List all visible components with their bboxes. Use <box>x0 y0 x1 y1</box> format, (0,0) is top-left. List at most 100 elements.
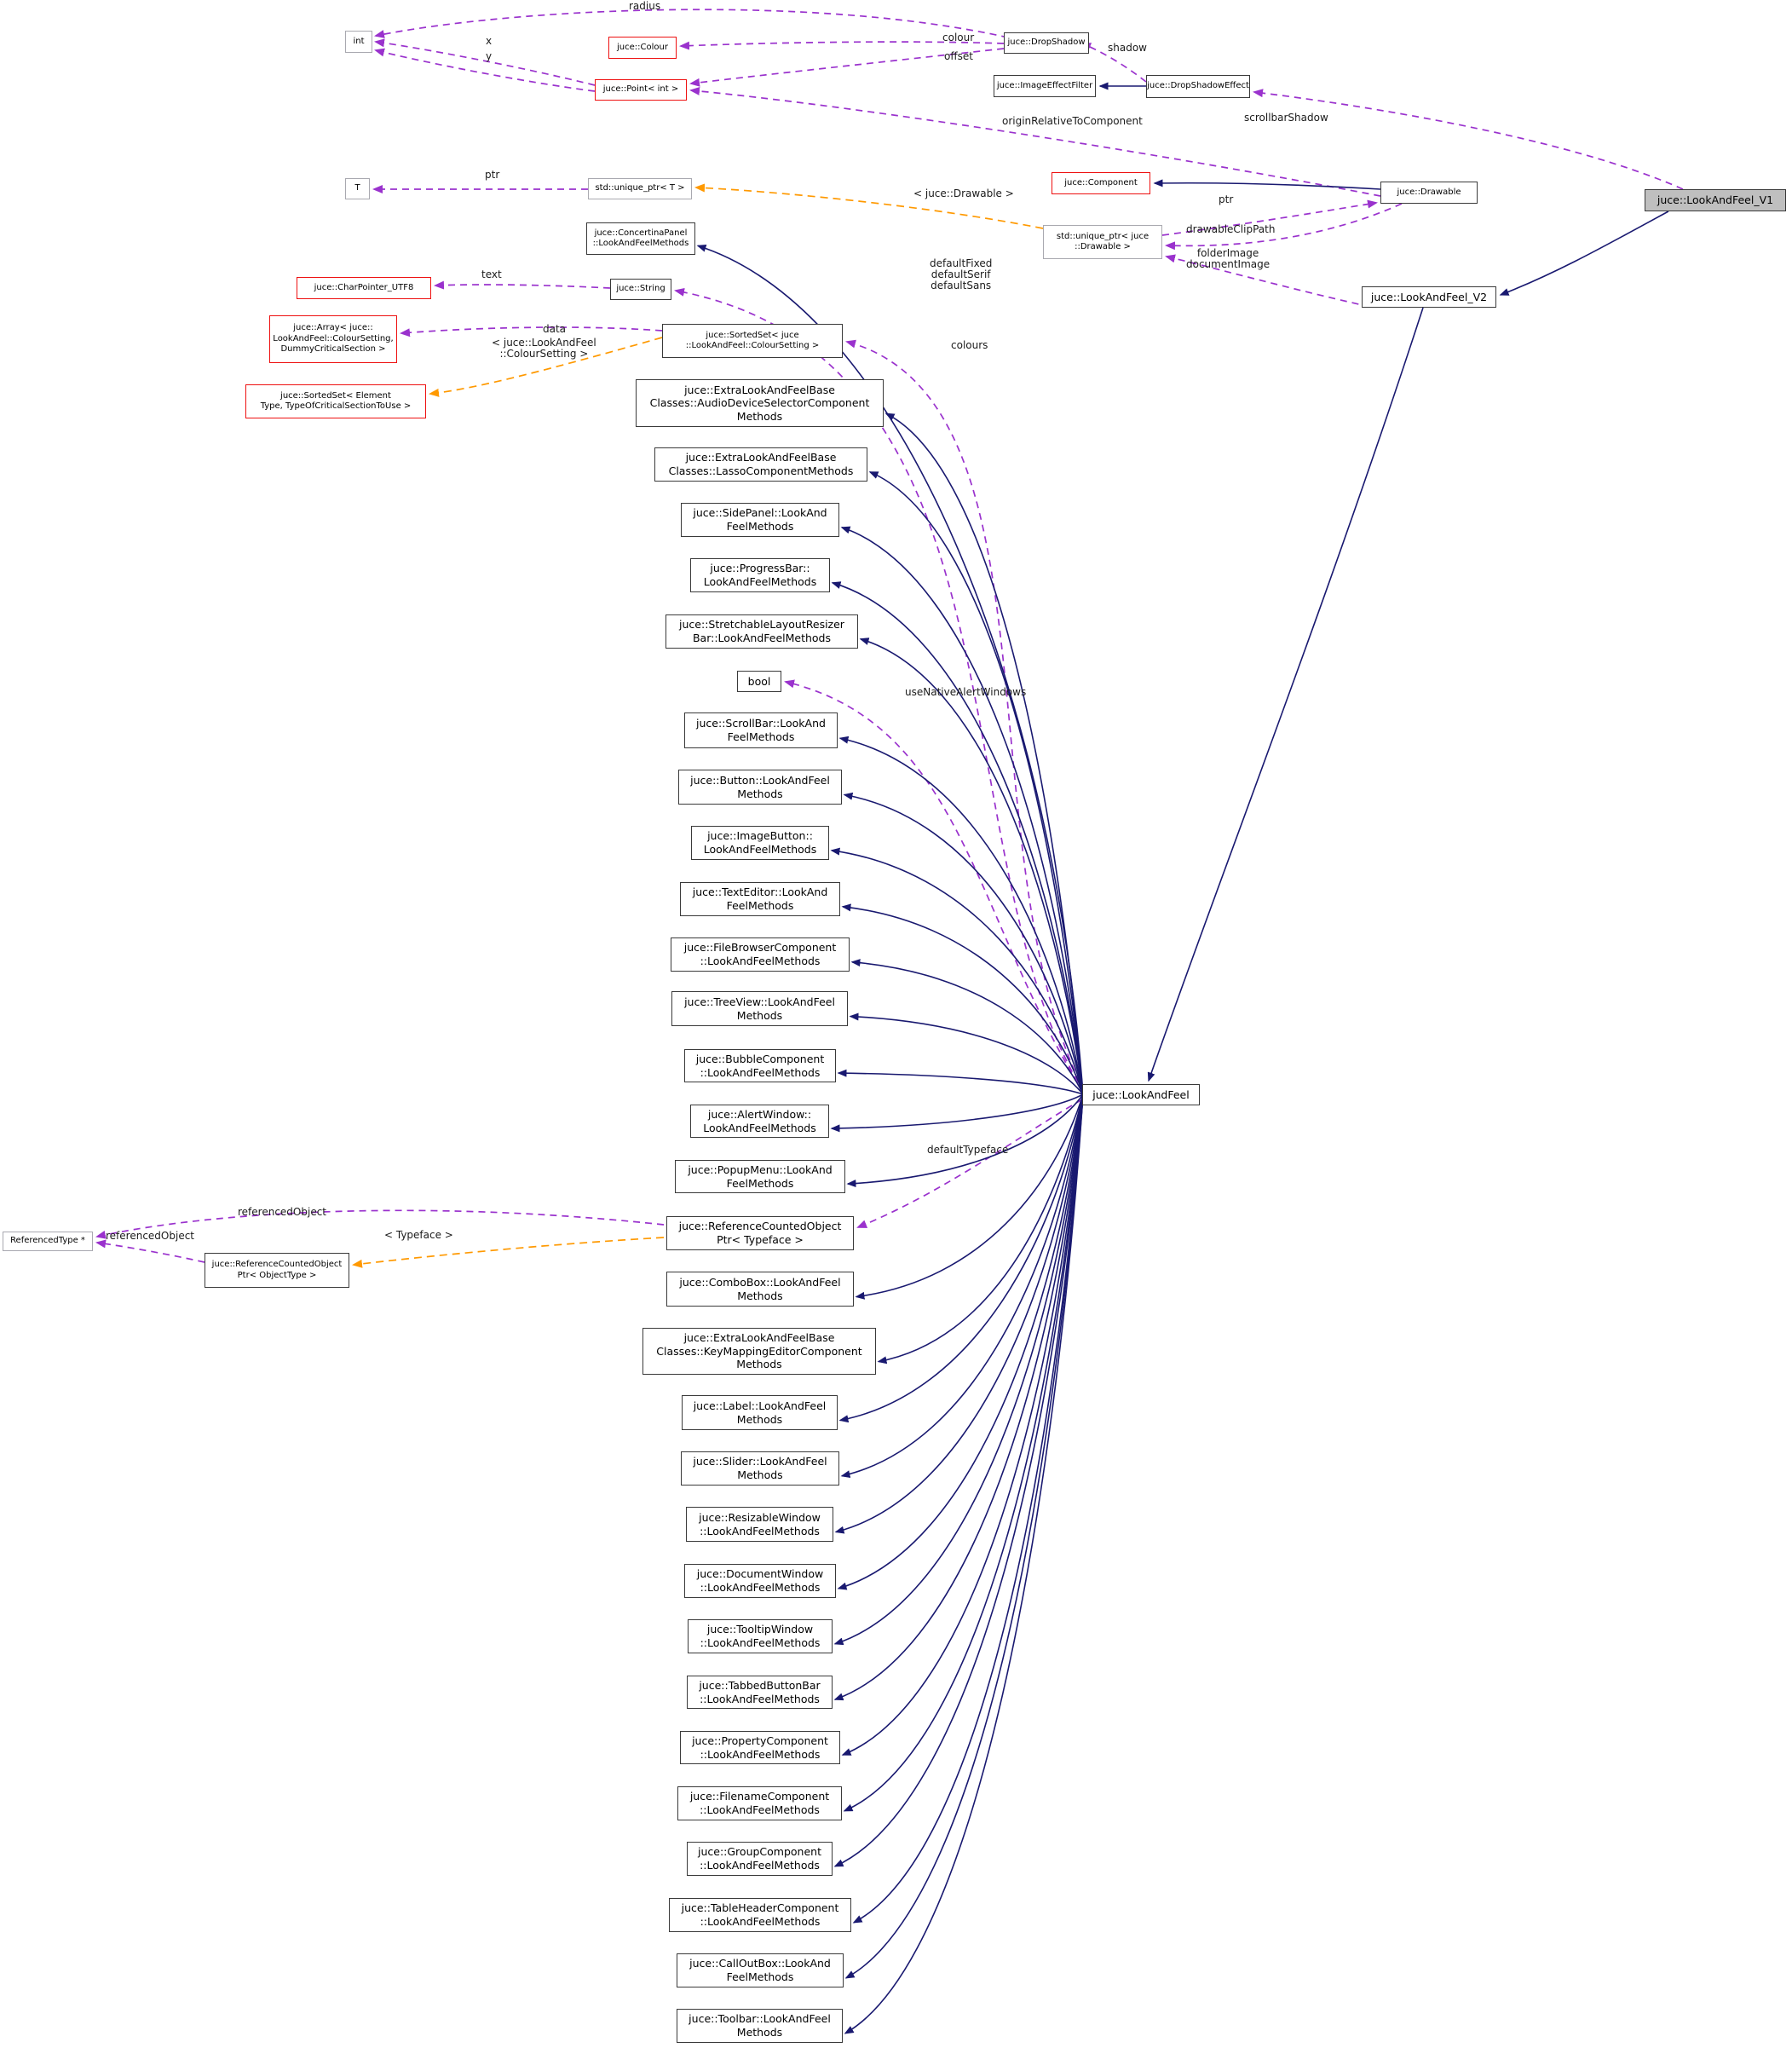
node-referenced_type[interactable]: ReferencedType * <box>3 1232 93 1251</box>
node-drop_shadow[interactable]: juce::DropShadow <box>1004 32 1089 54</box>
edge-ref-obj-bottom <box>95 1239 205 1263</box>
edge-drawable-to-comp <box>1153 179 1381 190</box>
node-bubble_m[interactable]: juce::BubbleComponent::LookAndFeelMethod… <box>684 1049 836 1082</box>
node-label-line: juce::String <box>616 284 666 294</box>
edge-default-typeface <box>856 1099 1083 1228</box>
node-label-line: Methods <box>736 1412 783 1426</box>
node-label-line: Ptr< Typeface > <box>717 1233 804 1246</box>
node-label-line: juce::LookAndFeel_V2 <box>1370 290 1488 303</box>
node-label-line: ::LookAndFeelMethods <box>700 1581 821 1594</box>
node-table_header_m[interactable]: juce::TableHeaderComponent::LookAndFeelM… <box>669 1898 851 1932</box>
node-label-line: Methods <box>737 1289 783 1302</box>
node-sortedset_cs[interactable]: juce::SortedSet< juce::LookAndFeel::Colo… <box>662 324 843 358</box>
node-label-line: juce::Component <box>1064 177 1138 187</box>
node-array_cs[interactable]: juce::Array< juce::LookAndFeel::ColourSe… <box>269 315 397 363</box>
node-tooltip_m[interactable]: juce::TooltipWindow::LookAndFeelMethods <box>688 1619 833 1653</box>
edge-laf-filename <box>843 1093 1084 1812</box>
node-label-line: juce::DropShadowEffect <box>1147 81 1249 91</box>
edge-laf-scrollbar <box>838 736 1084 1095</box>
node-label-line: juce::BubbleComponent <box>695 1052 825 1065</box>
node-lookandfeel[interactable]: juce::LookAndFeel <box>1082 1084 1200 1105</box>
node-label-line: juce::PropertyComponent <box>692 1734 828 1747</box>
edge-laf-audio <box>884 412 1084 1095</box>
edge-label-line: defaultSerif <box>931 268 991 281</box>
node-laf_v2[interactable]: juce::LookAndFeel_V2 <box>1362 286 1496 308</box>
node-label-line: juce::PopupMenu::LookAnd <box>688 1162 833 1176</box>
node-drawable[interactable]: juce::Drawable <box>1380 182 1478 204</box>
node-progress_bar[interactable]: juce::ProgressBar::LookAndFeelMethods <box>690 558 830 592</box>
node-point_int[interactable]: juce::Point< int > <box>595 79 687 101</box>
edge-laf-sidepanel <box>840 526 1084 1095</box>
node-label-line: juce::LookAndFeel_V1 <box>1657 193 1774 207</box>
edge-label-line: y <box>486 50 493 62</box>
edge-v1-to-v2 <box>1499 211 1669 296</box>
edge-label-line: documentImage <box>1186 258 1271 271</box>
edge-laf-treeview <box>849 1012 1084 1095</box>
node-label-line: juce::TableHeaderComponent <box>681 1901 839 1915</box>
node-alert_window_m[interactable]: juce::AlertWindow::LookAndFeelMethods <box>690 1105 829 1138</box>
edge-label-line: text <box>481 268 502 280</box>
node-colour[interactable]: juce::Colour <box>608 37 677 59</box>
node-file_browser_m[interactable]: juce::FileBrowserComponent::LookAndFeelM… <box>671 937 850 972</box>
node-string[interactable]: juce::String <box>610 279 671 300</box>
node-label-line: LookAndFeelMethods <box>703 1121 816 1134</box>
edge-tmpl-coloursetting <box>429 337 663 397</box>
edge-label-line: colours <box>951 339 988 351</box>
node-property_m[interactable]: juce::PropertyComponent::LookAndFeelMeth… <box>680 1731 840 1764</box>
node-label-line: juce::ScrollBar::LookAnd <box>696 717 826 730</box>
node-uptr_drawable[interactable]: std::unique_ptr< juce::Drawable > <box>1043 225 1162 259</box>
node-concertina[interactable]: juce::ConcertinaPanel::LookAndFeelMethod… <box>586 222 695 255</box>
edge-laf-popup <box>846 1093 1084 1188</box>
node-laf_v1[interactable]: juce::LookAndFeel_V1 <box>1645 189 1786 211</box>
node-image_effect[interactable]: juce::ImageEffectFilter <box>994 75 1096 97</box>
node-label-line: juce::DropShadow <box>1007 37 1086 48</box>
node-label-line: ::LookAndFeelMethods <box>700 1065 821 1079</box>
node-resizable_m[interactable]: juce::ResizableWindow::LookAndFeelMethod… <box>686 1507 833 1542</box>
edge-label-line: data <box>543 323 567 335</box>
node-T[interactable]: T <box>345 178 370 199</box>
node-image_button_m[interactable]: juce::ImageButton::LookAndFeelMethods <box>691 826 829 860</box>
edge-origin-rel <box>689 86 1381 197</box>
node-unique_ptr_t[interactable]: std::unique_ptr< T > <box>588 178 692 199</box>
node-label-line: juce::SortedSet< Element <box>280 390 391 401</box>
edge-laf-resizable <box>834 1093 1084 1534</box>
node-label-line: std::unique_ptr< T > <box>595 183 685 193</box>
edge-laf-texteditor <box>841 903 1084 1095</box>
node-tabbed_m[interactable]: juce::TabbedButtonBar::LookAndFeelMethod… <box>687 1676 833 1709</box>
node-dse[interactable]: juce::DropShadowEffect <box>1146 75 1250 98</box>
node-component[interactable]: juce::Component <box>1052 172 1150 194</box>
node-label-line: T <box>354 183 360 193</box>
node-label-line: ::LookAndFeelMethods <box>700 1859 820 1872</box>
edge-laf-property <box>841 1093 1084 1756</box>
node-document_m[interactable]: juce::DocumentWindow::LookAndFeelMethods <box>684 1564 836 1598</box>
node-group_m[interactable]: juce::GroupComponent::LookAndFeelMethods <box>687 1842 833 1876</box>
node-charptr_utf8[interactable]: juce::CharPointer_UTF8 <box>297 277 431 299</box>
node-label-line: juce::DocumentWindow <box>696 1567 824 1581</box>
edge-laf-label <box>838 1093 1084 1423</box>
node-bool[interactable]: bool <box>737 671 781 692</box>
edge-label-line: < juce::Drawable > <box>913 187 1014 199</box>
edge-label-line: colour <box>942 32 975 43</box>
node-int[interactable]: int <box>345 31 372 53</box>
edge-label-line: x <box>486 35 493 47</box>
node-filename_m[interactable]: juce::FilenameComponent::LookAndFeelMeth… <box>677 1786 842 1820</box>
